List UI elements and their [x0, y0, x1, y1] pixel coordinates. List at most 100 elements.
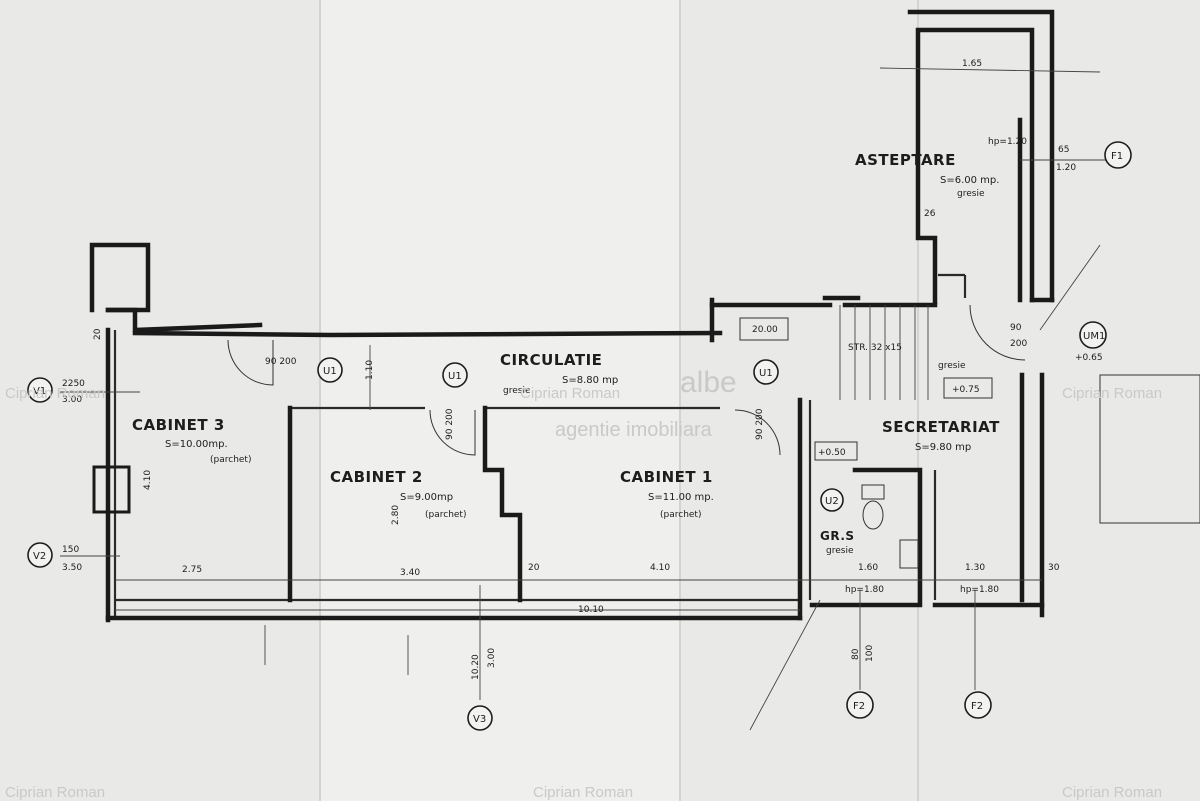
- watermark: Ciprian Roman: [5, 385, 105, 402]
- circulatie-floor: gresie: [503, 386, 531, 396]
- door-swing: [227, 339, 274, 386]
- marker-v1-label: V1: [33, 386, 46, 397]
- watermark-agency: agentie imobiliara: [555, 419, 713, 441]
- door-swing: [734, 409, 781, 456]
- dim-label: 2.80: [391, 505, 401, 525]
- dim-label: 1.30: [965, 563, 985, 573]
- wc-fixtures: [861, 484, 919, 569]
- dim-label: 1.60: [858, 563, 878, 573]
- marker-u1: [753, 359, 779, 385]
- dim-label: 3.00: [487, 648, 497, 668]
- level-mark: +0.75: [952, 385, 980, 395]
- wall-wc-box: [809, 467, 923, 608]
- window-box: [92, 465, 131, 514]
- marker-f2-label: F2: [853, 701, 865, 712]
- dim-label: 1.65: [962, 59, 982, 69]
- level-mark: +0.50: [818, 448, 846, 458]
- cabinet2-name: CABINET 2: [330, 468, 423, 486]
- level-box: [943, 377, 993, 399]
- doors: [227, 304, 1026, 456]
- dimension-lines: [60, 67, 1110, 731]
- asteptare-area: S=6.00 mp.: [940, 175, 999, 186]
- hall-floor: gresie: [938, 361, 966, 371]
- marker-v2: [27, 542, 53, 568]
- watermark: Ciprian Roman: [5, 784, 105, 801]
- asteptare-floor: gresie: [957, 189, 985, 199]
- marker-v1: [27, 377, 53, 403]
- door-size: 90 200: [265, 357, 297, 367]
- dim-label: 20: [528, 563, 540, 573]
- dim-label: 65: [1058, 145, 1069, 155]
- marker-f2: [964, 691, 992, 719]
- dim-label: 80: [851, 648, 861, 660]
- dim-label: 20.00: [752, 325, 778, 335]
- stairs: [739, 305, 993, 461]
- circulatie-area: S=8.80 mp: [562, 375, 618, 386]
- dim-label: 2250: [62, 379, 85, 389]
- cabinet2-floor: (parchet): [425, 510, 466, 520]
- adjacent-box: [1099, 374, 1200, 524]
- dim-label: 1.20: [1056, 163, 1076, 173]
- marker-f2-label: F2: [971, 701, 983, 712]
- secretariat-area: S=9.80 mp: [915, 442, 971, 453]
- dim-label: 10.10: [578, 605, 604, 615]
- door-size: 90 200: [755, 408, 765, 440]
- cabinet1-area: S=11.00 mp.: [648, 492, 714, 503]
- walls: [89, 9, 1200, 623]
- annotations: hp=1.20 hp=1.80 hp=1.80 STR. 32 x15 +0.6…: [265, 137, 1103, 595]
- dim-label: 150: [62, 545, 79, 555]
- window-height: hp=1.80: [960, 585, 999, 595]
- marker-u2-label: U2: [825, 496, 839, 507]
- gr-s-floor: gresie: [826, 546, 854, 556]
- watermark: Ciprian Roman: [1062, 385, 1162, 402]
- marker-v3: [467, 705, 493, 731]
- marker-u1: [317, 357, 343, 383]
- dim-label: 200: [1010, 339, 1027, 349]
- dim-line: [879, 67, 1101, 73]
- toilet-tank: [861, 484, 885, 500]
- cabinet2-area: S=9.00mp: [400, 492, 453, 503]
- label-box: [739, 317, 789, 341]
- dim-label: 1.10: [365, 360, 375, 380]
- dim-label: 3.50: [62, 563, 82, 573]
- window-height: hp=1.80: [845, 585, 884, 595]
- wall-waiting-outer: [907, 9, 1055, 303]
- dim-label: 30: [1048, 563, 1060, 573]
- door-swing: [969, 304, 1026, 361]
- level-box: [814, 441, 858, 461]
- marker-f1-label: F1: [1111, 151, 1123, 162]
- markers: V1 V2 V3 U1 U1 U1 U2 F1 F2 F2 UM1: [27, 141, 1132, 731]
- dim-label: 4.10: [143, 470, 153, 490]
- level-mark: +0.65: [1075, 353, 1103, 363]
- wall-top-left: [105, 307, 263, 333]
- marker-f2: [846, 691, 874, 719]
- dim-label: 10.20: [471, 654, 481, 680]
- dim-label: 2.75: [182, 565, 202, 575]
- paper-panel: [320, 0, 680, 801]
- leader-line: [749, 599, 821, 731]
- door-size: 90 200: [445, 408, 455, 440]
- dim-label: 20: [93, 328, 103, 340]
- watermark-brand: albe: [680, 366, 737, 399]
- watermark: Ciprian Roman: [1062, 784, 1162, 801]
- marker-um1-label: UM1: [1083, 331, 1105, 342]
- cabinet1-name: CABINET 1: [620, 468, 713, 486]
- marker-u1-label: U1: [323, 366, 337, 377]
- cabinet1-floor: (parchet): [660, 510, 701, 520]
- window-height: hp=1.20: [988, 137, 1027, 147]
- leader-line: [1039, 244, 1101, 331]
- asteptare-name: ASTEPTARE: [855, 151, 956, 169]
- watermarks: Ciprian Roman Ciprian Roman Ciprian Roma…: [5, 366, 1162, 801]
- marker-v2-label: V2: [33, 551, 46, 562]
- circulatie-name: CIRCULATIE: [500, 351, 602, 369]
- watermark: Ciprian Roman: [520, 385, 620, 402]
- sink: [899, 539, 919, 569]
- marker-v3-label: V3: [473, 714, 486, 725]
- marker-u1: [442, 362, 468, 388]
- toilet-bowl: [862, 500, 884, 530]
- marker-u1-label: U1: [759, 368, 773, 379]
- wall-corridor-top: [132, 330, 723, 338]
- marker-u2: [820, 488, 844, 512]
- dim-label: 3.40: [400, 568, 420, 578]
- dim-label: 26: [924, 209, 936, 219]
